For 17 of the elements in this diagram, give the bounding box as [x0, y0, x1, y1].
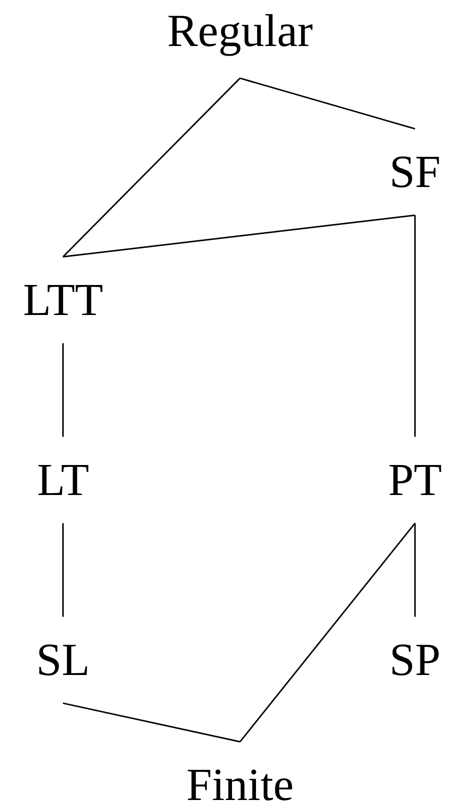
line	[62, 78, 241, 258]
class-label: Regular	[168, 14, 312, 56]
class-label: SL	[39, 644, 88, 676]
line	[240, 77, 416, 130]
line	[62, 343, 64, 437]
class-label: SP	[392, 644, 439, 676]
line	[239, 522, 416, 742]
line	[62, 702, 240, 743]
line	[414, 523, 416, 617]
class-label: LTT	[24, 284, 102, 316]
class-label: LT	[38, 464, 88, 496]
class-label: PT	[389, 464, 442, 496]
class-label: SF	[392, 156, 439, 188]
class-label: Finite	[188, 770, 292, 800]
line	[62, 523, 64, 617]
line	[62, 214, 416, 258]
line	[414, 215, 416, 437]
